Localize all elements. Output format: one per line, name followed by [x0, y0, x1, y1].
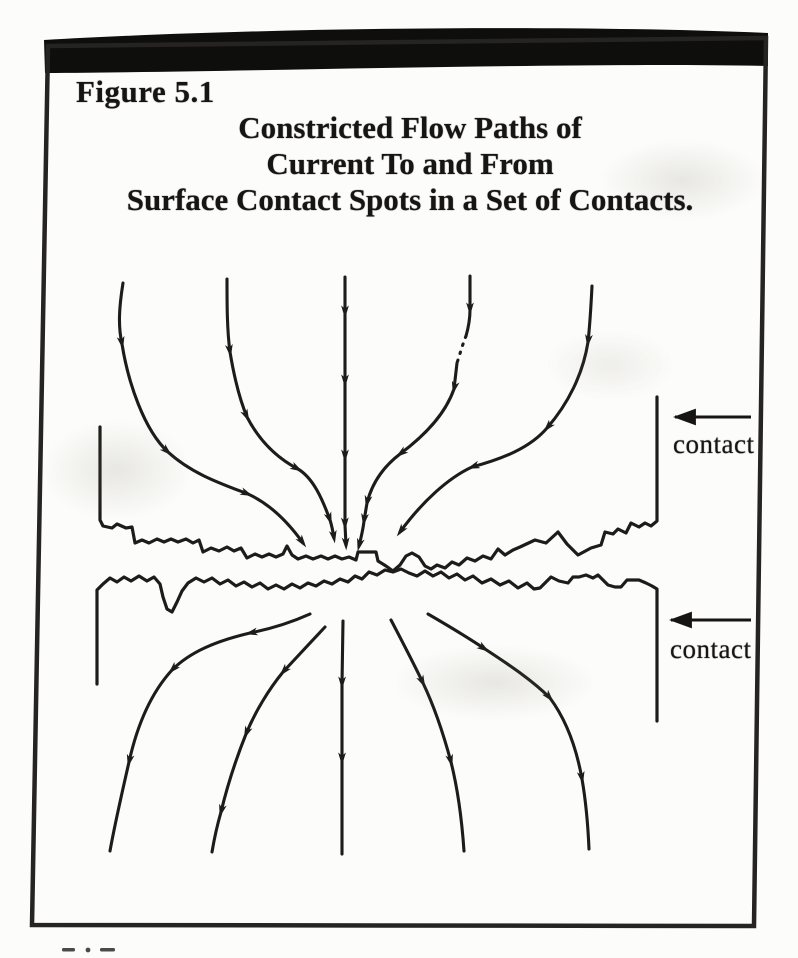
flow-line-dotted-segment	[455, 334, 468, 365]
figure-label: Figure 5.1	[76, 74, 215, 109]
title-line-2: Current To and From	[266, 146, 554, 181]
flow-line	[464, 274, 474, 338]
lower-contact-surface	[95, 567, 659, 723]
figure-title: Constricted Flow Paths of Current To and…	[53, 110, 767, 218]
flow-line	[426, 612, 591, 851]
flow-line	[340, 275, 350, 551]
figure-frame	[29, 35, 769, 929]
bottom-flow-lines	[108, 612, 591, 856]
page-edge-marks	[62, 947, 115, 953]
title-line-1: Constricted Flow Paths of	[238, 110, 582, 145]
flow-line	[389, 618, 466, 853]
flow-line	[116, 281, 307, 548]
flow-line	[338, 619, 346, 856]
flow-line	[108, 612, 312, 853]
flow-line	[396, 284, 594, 537]
top-flow-lines	[116, 274, 594, 552]
contact-pointer-arrows	[668, 408, 751, 629]
lower-contact-label: contact	[670, 634, 752, 664]
header-band	[44, 28, 768, 73]
flow-line	[210, 625, 327, 854]
upper-contact-surface	[98, 395, 659, 573]
flow-line	[357, 361, 460, 552]
title-line-3: Surface Contact Spots in a Set of Contac…	[126, 182, 694, 217]
flow-line	[225, 277, 337, 544]
upper-contact-label: contact	[673, 429, 755, 459]
